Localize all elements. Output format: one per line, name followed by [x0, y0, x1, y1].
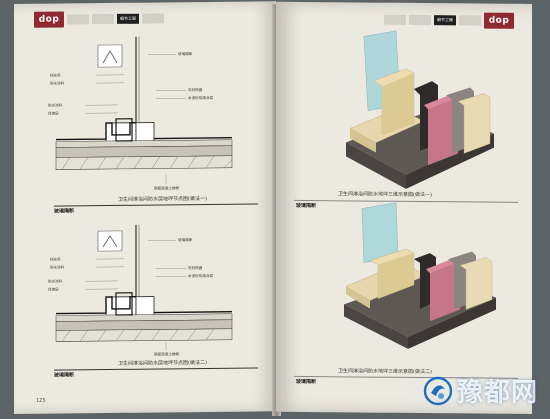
label: 水泥砂浆结合层	[188, 95, 214, 100]
slab-front	[346, 142, 406, 189]
header-tab-active: 细节工程	[117, 13, 139, 24]
label: 石材饰面	[188, 87, 203, 92]
drawing-sub-caption: 玻璃隔断	[54, 208, 75, 215]
slab-front	[344, 304, 408, 349]
stone-layer-right	[457, 93, 491, 154]
curb-block-front	[382, 72, 414, 135]
slab-side	[408, 297, 496, 349]
model-caption: 卫生间淋浴间防水地坪三维示意图(做法二)	[338, 368, 432, 376]
label: 钢筋混凝土楼板	[154, 185, 180, 190]
label: 防水涂料	[48, 278, 63, 283]
book-spread: dop 细节工程	[14, 1, 532, 416]
section-drawing-1: 玻璃隔断 挡水条 防水涂料 石材饰面 水泥砂浆结合层 防水涂料 找坡层 钢筋混凝…	[48, 36, 233, 191]
label: 防水涂料	[50, 80, 65, 85]
watermark-logo-icon	[423, 376, 453, 405]
label: 找坡层	[48, 287, 59, 292]
drawing-caption: 卫生间淋浴间防水层地坪节点图(做法二)	[118, 359, 207, 367]
drawing-sub-caption: 玻璃隔断	[54, 372, 75, 379]
header-tab	[92, 13, 114, 25]
floor-section	[55, 118, 233, 170]
label: 挡水条	[50, 257, 61, 262]
callout-labels: 玻璃隔断 挡水条 防水涂料 石材饰面 水泥砂浆结合层 防水涂料 找坡层 钢筋混凝…	[48, 237, 214, 356]
pink-layer-front	[430, 261, 460, 322]
model-sub-caption: 玻璃隔断	[296, 378, 317, 386]
section-drawing-2: 玻璃隔断 挡水条 防水涂料 石材饰面 水泥砂浆结合层 防水涂料 找坡层 钢筋混凝…	[48, 224, 233, 357]
header-tab-active: 细节工程	[434, 15, 456, 26]
pink-layer-front	[428, 97, 458, 166]
label: 钢筋混凝土楼板	[154, 351, 180, 356]
label: 挡水条	[50, 73, 61, 78]
label: 防水涂料	[50, 264, 65, 269]
header-tab	[142, 13, 164, 24]
header-tab	[409, 14, 431, 26]
label: 防水涂料	[48, 102, 63, 107]
label: 玻璃隔断	[178, 51, 193, 56]
caption-rule	[54, 203, 258, 207]
page-number: 125	[36, 397, 46, 404]
header-tab	[459, 15, 481, 26]
caption-rule	[54, 367, 258, 371]
label: 玻璃隔断	[178, 237, 193, 242]
left-page: dop 细节工程	[14, 1, 276, 414]
curb-block-front	[378, 252, 414, 299]
drawing-caption: 卫生间淋浴间防水层地坪节点图(做法一)	[118, 195, 207, 203]
label: 找坡层	[48, 111, 59, 116]
label: 水泥砂浆结合层	[188, 273, 214, 278]
right-page: 细节工程 dop 卫生间淋浴间防水地坪三维示意图(做法一) 玻璃隔断	[276, 1, 532, 414]
stone-layer-left-front	[350, 128, 376, 153]
header-tab	[67, 14, 89, 25]
stone-layer-right	[459, 257, 493, 310]
brand-logo: dop	[34, 11, 64, 28]
callout-labels: 玻璃隔断 挡水条 防水涂料 石材饰面 水泥砂浆结合层 防水涂料 找坡层 钢筋混凝…	[48, 51, 214, 190]
page-header: dop 细节工程	[34, 10, 164, 28]
detail-callout	[97, 44, 123, 68]
3d-model-1	[346, 30, 494, 189]
stone-layer-left-front	[346, 286, 370, 309]
detail-callout	[97, 230, 123, 252]
model-caption: 卫生间淋浴间防水地坪三维示意图(做法一)	[338, 191, 432, 199]
3d-model-2	[344, 202, 496, 349]
watermark: 豫都网	[423, 372, 538, 409]
floor-section	[55, 292, 233, 342]
header-tab	[384, 14, 406, 25]
watermark-text: 豫都网	[456, 378, 538, 408]
label: 石材饰面	[188, 265, 203, 270]
